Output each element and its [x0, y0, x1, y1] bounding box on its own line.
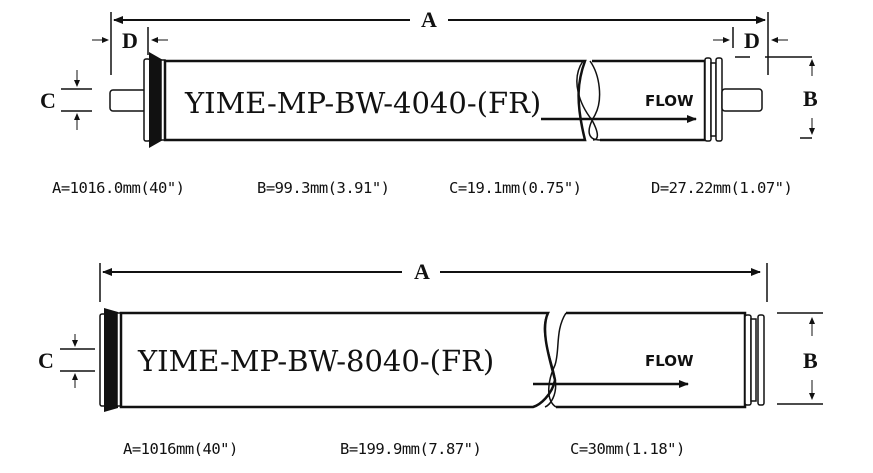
right-shaft	[721, 88, 763, 112]
dimension-b-label-8040: B	[803, 348, 818, 373]
flow-label-8040: FLOW	[645, 352, 694, 370]
spec-a-8040: A=1016mm(40")	[123, 440, 238, 458]
model-name-4040: YIME-MP-BW-4040-(FR)	[184, 86, 541, 120]
left-shaft	[109, 89, 147, 112]
dimension-a-label-8040: A	[414, 259, 430, 284]
model-name-8040: YIME-MP-BW-8040-(FR)	[137, 344, 494, 378]
element-4040-drawing: A D D C B	[40, 7, 818, 148]
dimension-b-label: B	[803, 86, 818, 111]
spec-d-4040: D=27.22mm(1.07")	[651, 179, 793, 197]
spec-c-8040: C=30mm(1.18")	[570, 440, 685, 458]
dimension-d-right-label: D	[744, 28, 760, 53]
dimension-c-label-8040: C	[38, 348, 54, 373]
element-8040-drawing: A C B YIME-MP-BW-8040-(FR) FLOW	[38, 259, 823, 412]
spec-a-4040: A=1016.0mm(40")	[52, 179, 185, 197]
spec-c-4040: C=19.1mm(0.75")	[449, 179, 582, 197]
dimension-a-label: A	[421, 7, 437, 32]
dimension-d-left-label: D	[122, 28, 138, 53]
dimension-c-label: C	[40, 88, 56, 113]
spec-b-4040: B=99.3mm(3.91")	[257, 179, 390, 197]
flow-label-4040: FLOW	[645, 92, 694, 110]
spec-b-8040: B=199.9mm(7.87")	[340, 440, 482, 458]
